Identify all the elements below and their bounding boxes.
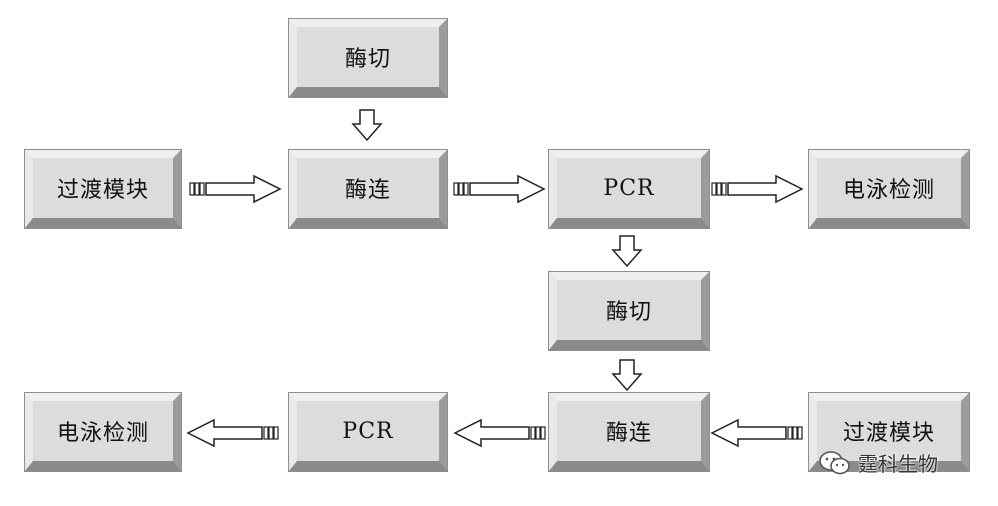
node-pcr-bottom: PCR bbox=[288, 392, 448, 472]
node-digest-middle: 酶切 bbox=[548, 271, 710, 351]
watermark-text: 霆科生物 bbox=[858, 452, 938, 476]
arrow-pcr-to-digest bbox=[612, 235, 642, 267]
watermark: 霆科生物 bbox=[818, 448, 938, 477]
node-transition-top: 过渡模块 bbox=[24, 149, 182, 229]
arrow-ligation-to-pcr-bottom bbox=[454, 419, 546, 447]
node-label: 过渡模块 bbox=[56, 178, 149, 203]
node-label: 酶连 bbox=[344, 178, 391, 203]
node-label: 过渡模块 bbox=[842, 421, 935, 446]
arrow-pcr-to-electrophoresis-bottom bbox=[187, 419, 279, 447]
wechat-icon bbox=[819, 450, 850, 474]
node-pcr-top: PCR bbox=[548, 149, 710, 229]
node-digest-top: 酶切 bbox=[288, 18, 448, 98]
node-label: 电泳检测 bbox=[842, 178, 935, 203]
node-label: PCR bbox=[342, 418, 394, 444]
node-label: 酶切 bbox=[344, 47, 391, 72]
node-electrophoresis-top: 电泳检测 bbox=[808, 149, 970, 229]
arrow-pcr-to-electrophoresis bbox=[711, 175, 803, 203]
arrow-digest-to-ligation-bottom bbox=[612, 359, 642, 391]
node-label: 电泳检测 bbox=[56, 421, 149, 446]
node-label: PCR bbox=[603, 175, 655, 201]
node-label: 酶连 bbox=[605, 421, 652, 446]
arrow-digest-to-ligation-top bbox=[352, 109, 382, 141]
node-label: 酶切 bbox=[605, 300, 652, 325]
arrow-transition-to-ligation bbox=[189, 175, 281, 203]
node-ligation-bottom: 酶连 bbox=[548, 392, 710, 472]
arrow-ligation-to-pcr bbox=[453, 175, 545, 203]
node-electrophoresis-bottom: 电泳检测 bbox=[24, 392, 182, 472]
arrow-transition-to-ligation-bottom bbox=[711, 419, 803, 447]
node-ligation-top: 酶连 bbox=[288, 149, 448, 229]
